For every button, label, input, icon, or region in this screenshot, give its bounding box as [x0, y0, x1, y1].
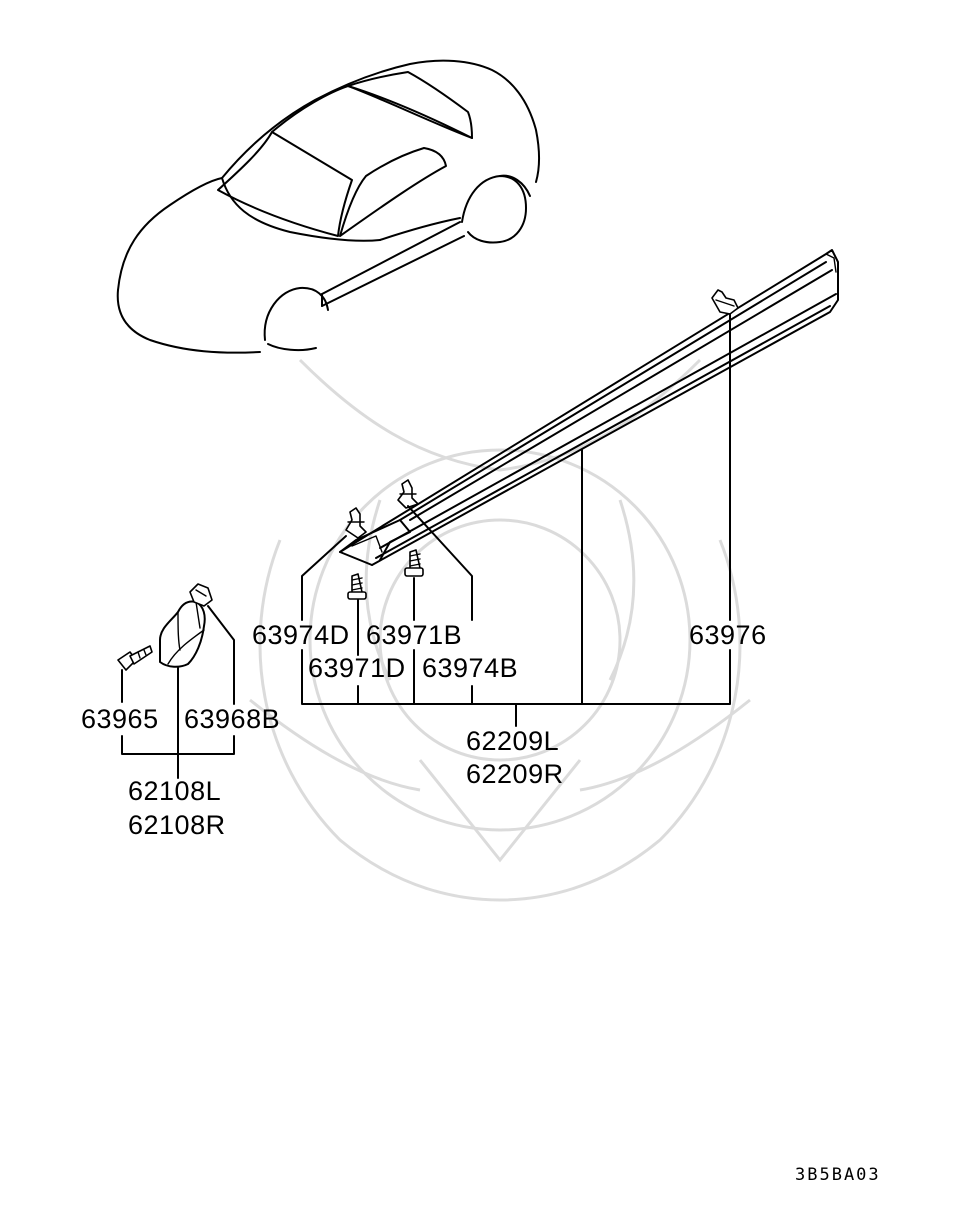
- label-62209R: 62209R: [466, 759, 564, 789]
- clip-63976-icon: [711, 289, 739, 315]
- label-62108L: 62108L: [128, 776, 221, 806]
- leader-lines: [121, 313, 731, 779]
- label-62108R: 62108R: [128, 810, 226, 840]
- label-62209L: 62209L: [466, 726, 559, 756]
- label-63974D: 63974D: [252, 620, 350, 650]
- screw-63965-icon: [117, 645, 153, 671]
- label-63965: 63965: [81, 704, 159, 734]
- label-63971B: 63971B: [366, 620, 462, 650]
- diagram-code: 3B5BA03: [795, 1165, 881, 1185]
- screw-63971D-icon: [347, 573, 367, 600]
- clip-63968B-icon: [189, 583, 213, 607]
- label-63976: 63976: [689, 620, 767, 650]
- screw-63971B-icon: [404, 549, 424, 577]
- clip-63974B-icon: [397, 479, 419, 509]
- label-63974B: 63974B: [422, 653, 518, 683]
- watermark-emblem: [249, 358, 751, 902]
- mud-guard-illustration: [159, 600, 206, 668]
- car-illustration: [116, 59, 540, 354]
- clip-63974D-icon: [345, 507, 367, 539]
- label-63968B: 63968B: [184, 704, 280, 734]
- label-63971D: 63971D: [308, 653, 406, 683]
- side-sill-garnish: [339, 249, 839, 566]
